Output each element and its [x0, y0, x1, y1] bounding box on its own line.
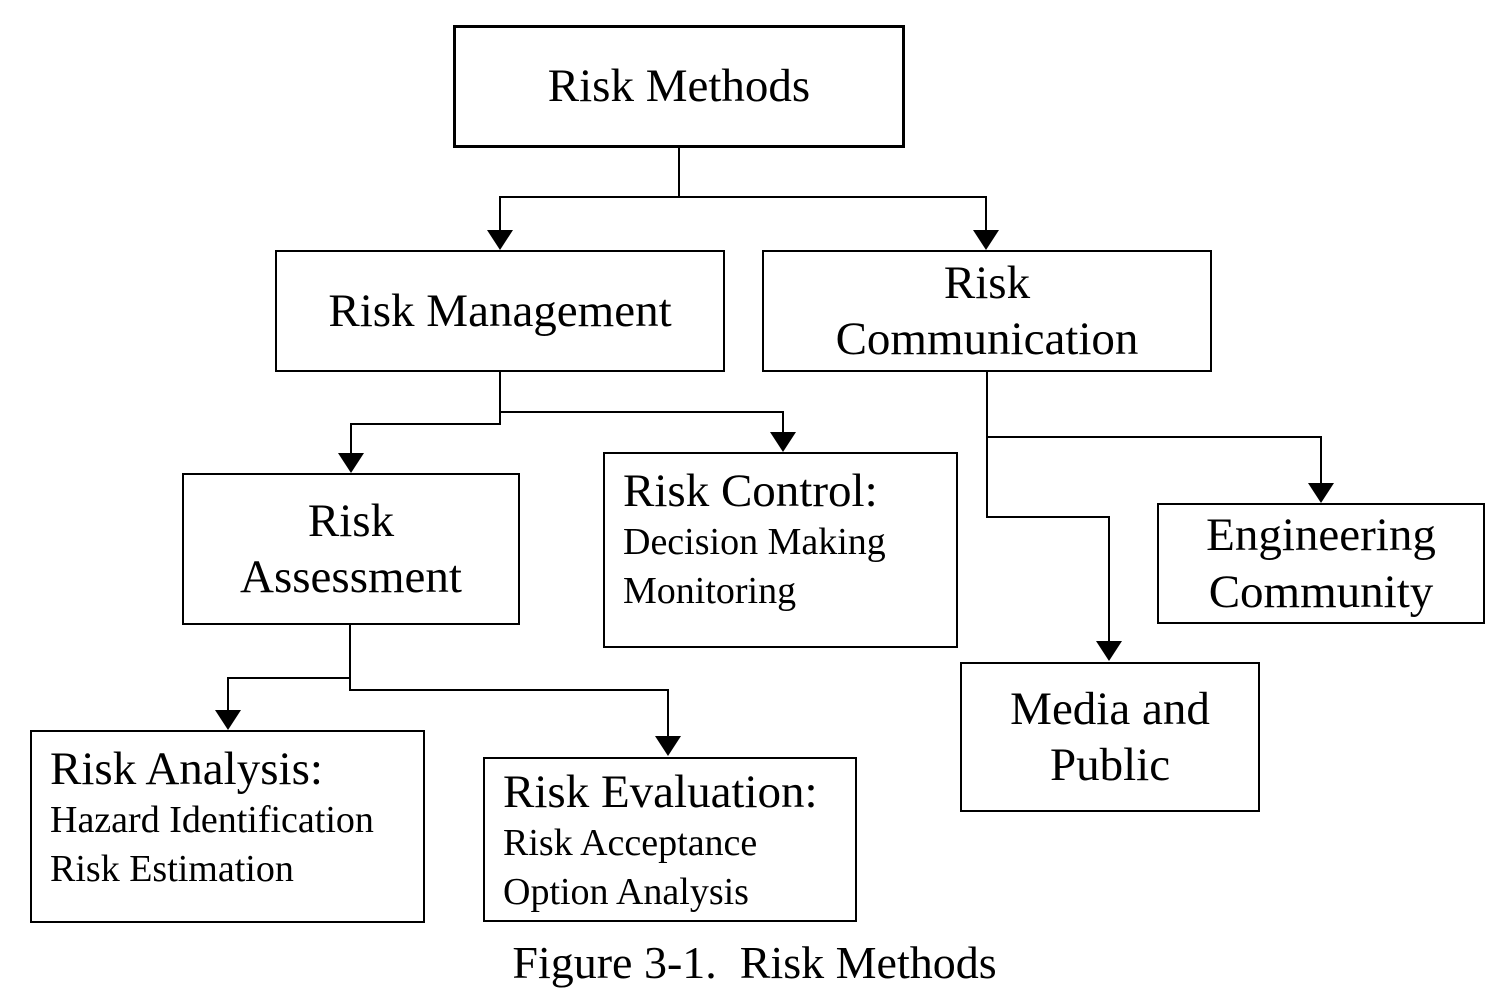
- arrowhead-risk-assessment-icon: [338, 453, 364, 473]
- node-risk-evaluation: Risk Evaluation: Risk Acceptance Option …: [483, 757, 857, 922]
- node-media-public: Media and Public: [960, 662, 1260, 812]
- node-risk-methods: Risk Methods: [453, 25, 905, 148]
- node-risk-communication: Risk Communication: [762, 250, 1212, 372]
- connector-methods-management-drop: [499, 196, 501, 234]
- node-risk-evaluation-item1: Risk Acceptance: [503, 822, 758, 865]
- arrowhead-risk-communication-icon: [973, 230, 999, 250]
- connector-communication-media-drop: [1108, 516, 1110, 645]
- connector-management-control-drop: [782, 411, 784, 436]
- arrowhead-risk-analysis-icon: [215, 710, 241, 730]
- node-risk-evaluation-heading: Risk Evaluation:: [503, 766, 818, 818]
- arrowhead-risk-evaluation-icon: [655, 736, 681, 756]
- connector-communication-stem: [986, 371, 988, 518]
- node-media-public-line1: Media and: [1010, 682, 1210, 735]
- connector-communication-engineering-crossbar: [986, 436, 1322, 438]
- node-engineering-community-line2: Community: [1208, 565, 1434, 618]
- connector-methods-crossbar: [499, 196, 987, 198]
- node-risk-analysis: Risk Analysis: Hazard Identification Ris…: [30, 730, 425, 923]
- arrowhead-media-public-icon: [1096, 641, 1122, 661]
- connector-assessment-analysis-drop: [227, 677, 229, 714]
- connector-assessment-analysis-crossbar: [227, 677, 351, 679]
- node-risk-management: Risk Management: [275, 250, 725, 372]
- connector-assessment-evaluation-crossbar: [349, 689, 669, 691]
- connector-assessment-stem: [349, 624, 351, 691]
- node-risk-analysis-item1: Hazard Identification: [50, 799, 374, 842]
- node-risk-assessment: Risk Assessment: [182, 473, 520, 625]
- arrowhead-risk-control-icon: [770, 432, 796, 452]
- connector-management-stem: [499, 371, 501, 425]
- node-risk-evaluation-item2: Option Analysis: [503, 871, 749, 914]
- node-risk-assessment-line2: Assessment: [240, 551, 462, 603]
- node-risk-control-heading: Risk Control:: [623, 465, 878, 517]
- node-media-public-line2: Public: [1049, 739, 1171, 791]
- node-risk-analysis-heading: Risk Analysis:: [50, 743, 323, 795]
- node-risk-control-item2: Monitoring: [623, 570, 797, 613]
- connector-methods-communication-drop: [985, 196, 987, 234]
- node-risk-communication-line1: Risk: [943, 256, 1031, 309]
- node-risk-assessment-line1: Risk: [307, 494, 395, 547]
- connector-communication-engineering-drop: [1320, 436, 1322, 487]
- node-engineering-community: Engineering Community: [1157, 503, 1485, 624]
- node-risk-analysis-item2: Risk Estimation: [50, 848, 294, 891]
- node-risk-methods-label: Risk Methods: [547, 60, 811, 113]
- figure-caption: Figure 3-1. Risk Methods: [512, 937, 997, 988]
- connector-communication-media-crossbar: [986, 516, 1110, 518]
- connector-management-control-crossbar: [499, 411, 784, 413]
- node-engineering-community-line1: Engineering: [1206, 509, 1436, 562]
- node-risk-communication-line2: Communication: [835, 313, 1139, 365]
- connector-management-assessment-crossbar: [350, 423, 501, 425]
- node-risk-control-item1: Decision Making: [623, 521, 886, 564]
- arrowhead-risk-management-icon: [487, 230, 513, 250]
- node-risk-control: Risk Control: Decision Making Monitoring: [603, 452, 958, 648]
- connector-methods-stem: [678, 147, 680, 198]
- arrowhead-engineering-community-icon: [1308, 483, 1334, 503]
- connector-assessment-evaluation-drop: [667, 689, 669, 740]
- connector-management-assessment-drop: [350, 423, 352, 457]
- node-risk-management-label: Risk Management: [328, 284, 672, 337]
